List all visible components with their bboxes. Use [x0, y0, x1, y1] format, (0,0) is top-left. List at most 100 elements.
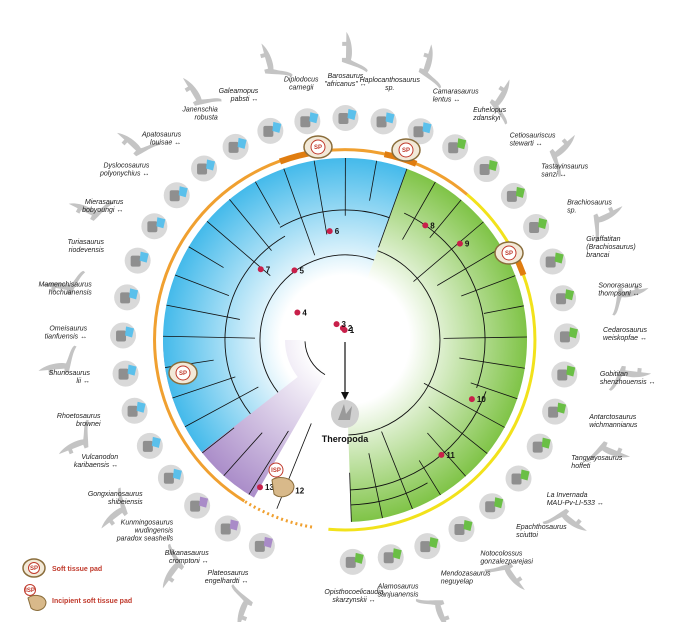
branch-line	[418, 460, 441, 496]
sauropod-silhouette	[260, 43, 293, 77]
taxon-label-line: riodevensis	[69, 247, 105, 254]
footprint-icon	[112, 360, 139, 387]
sauropod-silhouette	[415, 598, 450, 622]
taxon-label-line: bobyoungi ↔	[82, 207, 123, 214]
taxon-label-line: lii ↔	[76, 378, 90, 385]
sauropod-silhouette	[117, 132, 161, 157]
sauropod-silhouette	[549, 134, 575, 177]
svg-text:SP: SP	[314, 145, 322, 151]
taxon-label-line: Tangvayosaurus	[571, 455, 623, 462]
taxon-label-line: Mierasaurus	[85, 199, 124, 206]
branch-line	[283, 168, 316, 256]
theropoda-label: Theropoda	[322, 434, 369, 444]
taxon-label-line: zdanskyi	[472, 115, 501, 122]
footprint-icon	[163, 182, 190, 209]
sauropod-silhouette	[542, 508, 587, 531]
clade-connector	[404, 212, 486, 389]
sauropod-silhouette	[418, 44, 442, 89]
node-6: 6	[326, 227, 340, 236]
taxon-label-line: Blikanasaurus	[165, 550, 209, 557]
blue-clade-wedge	[162, 157, 408, 453]
footprint-icon	[523, 214, 550, 241]
taxon-label-line: engelhardti ↔	[205, 578, 249, 585]
taxon-label-line: Diplodocus	[284, 77, 319, 84]
taxon-label-line: sp.	[567, 208, 576, 215]
node-number: 2	[348, 324, 353, 333]
node-number: 8	[430, 221, 435, 230]
phylogenetic-tree	[163, 157, 527, 522]
branch-line	[423, 382, 505, 428]
node-number: 3	[342, 320, 347, 329]
node-13: 13	[257, 483, 274, 492]
branch-line	[202, 427, 235, 454]
taxon-label-line: Euhelopus	[473, 107, 507, 114]
taxon-label-line: Galeamopus	[219, 88, 259, 95]
branch-line	[402, 181, 436, 240]
branch-line	[428, 406, 488, 454]
branch-line	[172, 376, 236, 399]
taxon-label-line: Haplocanthosaurus	[360, 77, 421, 84]
taxon-label-line: wudingensis	[135, 527, 174, 534]
branch-line	[459, 357, 525, 369]
taxon-label-line: Gobititan	[600, 371, 628, 378]
sp-badge-4: SP	[168, 361, 198, 385]
node-3: 3	[333, 320, 347, 329]
taxon-label-line: Giraffatitan	[586, 236, 620, 243]
footprint-icon	[257, 117, 284, 144]
clade-color-wedges	[162, 157, 528, 522]
taxon-label-line: wichmannianus	[589, 422, 638, 429]
branch-line	[378, 168, 408, 248]
sp-badge-3: SP	[494, 241, 524, 265]
clade-connector	[224, 235, 286, 415]
footprint-icon	[339, 548, 366, 575]
node-10: 10	[468, 395, 486, 404]
footprint-icon	[539, 248, 566, 275]
taxon-label-line: MAU-Pv-LI-533 ↔	[547, 500, 604, 507]
taxon-label-line: sanzi ↔	[541, 172, 566, 179]
footprint-icon	[136, 432, 163, 459]
footprint-icon	[473, 156, 500, 183]
silhouette-ring	[38, 31, 652, 622]
footprint-icon	[110, 322, 137, 349]
taxon-label-line: weiskopfae ↔	[603, 335, 647, 342]
node-11: 11	[438, 451, 455, 460]
node-number: 13	[265, 483, 274, 492]
taxon-label-line: karibaensis ↔	[74, 462, 118, 469]
node-number: 10	[477, 395, 486, 404]
taxon-label-line: Gongxianosaurus	[88, 491, 143, 498]
svg-text:ISP: ISP	[271, 468, 281, 474]
sauropod-silhouette	[162, 543, 185, 589]
svg-text:SP: SP	[505, 251, 513, 257]
node-9: 9	[456, 240, 470, 249]
taxon-label-line: Omeisaurus	[49, 326, 87, 333]
node-number: 11	[446, 451, 455, 460]
clade-connector	[350, 482, 428, 506]
sauropod-silhouette	[68, 201, 114, 221]
node-2: 2	[339, 324, 353, 333]
branch-line	[313, 160, 328, 235]
footprint-icon	[553, 323, 580, 350]
taxon-label-line: Sonorasaurus	[598, 283, 642, 290]
footprint-icon	[248, 532, 275, 559]
taxon-label-line: Apatosaurus	[141, 132, 182, 139]
branch-line	[413, 221, 484, 282]
taxon-label-line: Mamenchisaurus	[38, 282, 92, 289]
taxon-label-line: sp.	[385, 85, 394, 92]
taxon-label-line: Alamosaurus	[377, 584, 419, 591]
branch-line	[368, 453, 383, 519]
